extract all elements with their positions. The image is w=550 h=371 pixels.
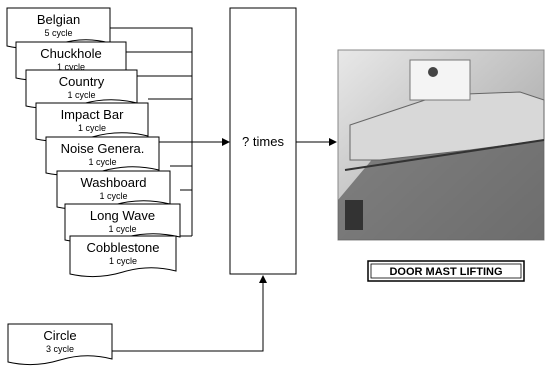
noise-genera-card-cycle: 1 cycle	[88, 157, 116, 167]
cobblestone-card-cycle: 1 cycle	[109, 256, 137, 266]
noise-genera-card-name: Noise Genera.	[61, 141, 145, 156]
impact-bar-card-cycle: 1 cycle	[78, 123, 106, 133]
vehicle-photo	[338, 50, 544, 240]
cobblestone-card-name: Cobblestone	[87, 240, 160, 255]
circle-card: Circle3 cycle	[8, 324, 112, 365]
impact-bar-card-name: Impact Bar	[61, 107, 125, 122]
belgian-card-name: Belgian	[37, 12, 80, 27]
photo-caption: DOOR MAST LIFTING	[389, 266, 502, 278]
vehicle-window	[410, 60, 470, 100]
circle-card-cycle: 3 cycle	[46, 344, 74, 354]
chuckhole-card-name: Chuckhole	[40, 46, 101, 61]
washboard-card-cycle: 1 cycle	[99, 191, 127, 201]
washboard-card-name: Washboard	[81, 175, 147, 190]
country-card-cycle: 1 cycle	[67, 90, 95, 100]
connector-circle	[112, 277, 263, 351]
circle-card-name: Circle	[43, 328, 76, 343]
repeat-box-label: ? times	[242, 134, 284, 149]
circle-card: Circle3 cycle	[8, 324, 112, 365]
belgian-card-cycle: 5 cycle	[44, 28, 72, 38]
country-card-name: Country	[59, 74, 105, 89]
long-wave-card-cycle: 1 cycle	[108, 224, 136, 234]
long-wave-card-name: Long Wave	[90, 208, 155, 223]
vehicle-fixture	[345, 200, 363, 230]
vehicle-handle	[428, 67, 438, 77]
noise-genera-card: Noise Genera.1 cycle	[46, 137, 159, 176]
